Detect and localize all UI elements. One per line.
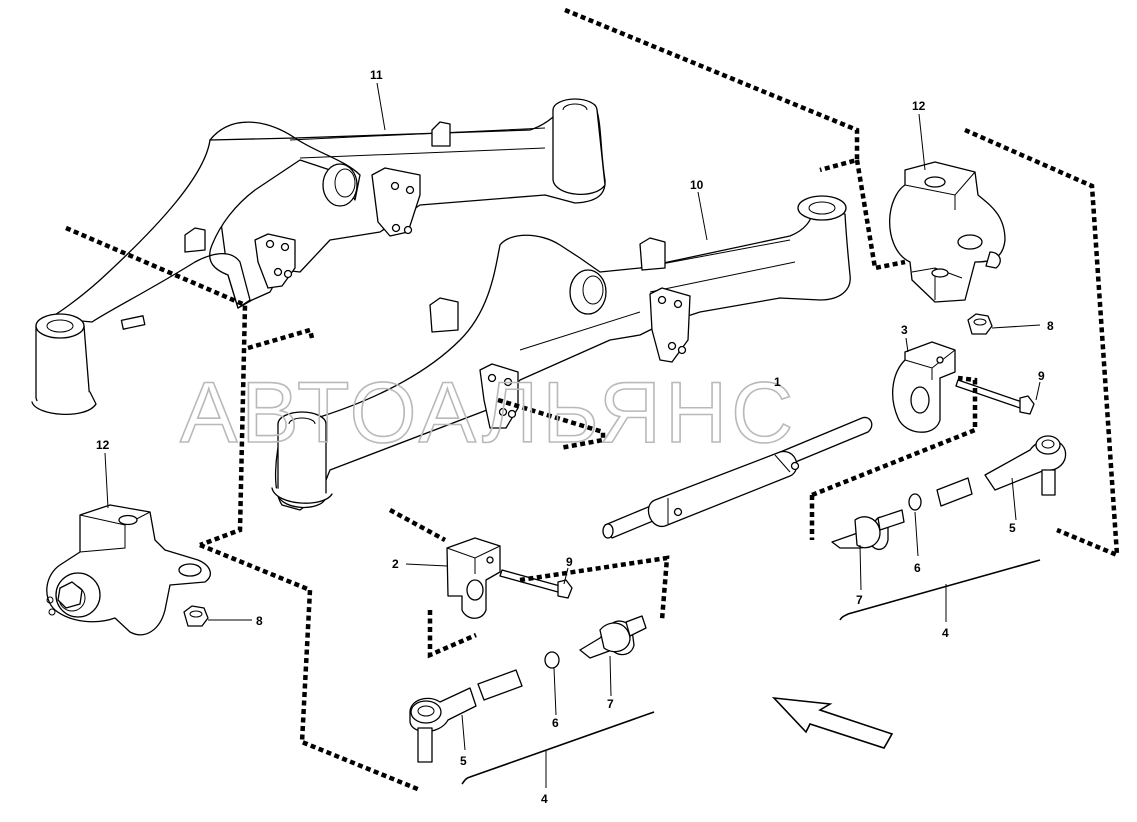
callout-7-right: 7 [856, 593, 863, 607]
callout-4-left: 4 [541, 792, 548, 806]
callout-12-top: 12 [912, 99, 926, 113]
steering-cylinder-1 [602, 416, 873, 539]
tie-rod-right [831, 435, 1067, 551]
callout-2: 2 [392, 557, 399, 571]
leader-lines [104, 82, 1041, 751]
callouts: 11 10 12 12 8 8 3 9 9 1 2 5 6 7 4 5 6 7 … [96, 68, 1054, 806]
bracket-2 [446, 537, 501, 619]
bolt-9-right [955, 379, 1035, 415]
direction-arrow-icon [771, 696, 894, 749]
callout-8-left: 8 [256, 614, 263, 628]
steering-knuckle-12-top [889, 161, 1006, 303]
callout-3: 3 [901, 323, 908, 337]
bolt-9-left [499, 569, 573, 599]
nut-8-left [183, 605, 209, 627]
axle-beam-10 [271, 195, 851, 511]
axle-beam-11 [31, 98, 606, 415]
nut-8-right [967, 313, 993, 335]
watermark: АВТОАЛЬЯНС [180, 365, 797, 461]
callout-7-left: 7 [607, 697, 614, 711]
callout-12-left: 12 [96, 438, 110, 452]
subassembly-4-bracket-right [839, 559, 1041, 622]
callout-10: 10 [690, 178, 704, 192]
callout-6-left: 6 [552, 716, 559, 730]
assembly-dashed-lines [65, 7, 1120, 793]
callout-11: 11 [370, 68, 383, 82]
tie-rod-left [409, 615, 647, 763]
callout-5-right: 5 [1009, 521, 1016, 535]
steering-knuckle-12-left [46, 504, 211, 636]
callout-6-right: 6 [914, 561, 921, 575]
callout-9-right: 9 [1038, 369, 1045, 383]
callout-8-right: 8 [1047, 319, 1054, 333]
subassembly-4-bracket-left [461, 711, 655, 788]
bracket-3 [892, 341, 956, 433]
callout-5-left: 5 [460, 754, 467, 768]
callout-9-left: 9 [566, 555, 573, 569]
callout-1: 1 [774, 375, 781, 389]
callout-4-right: 4 [942, 626, 949, 640]
